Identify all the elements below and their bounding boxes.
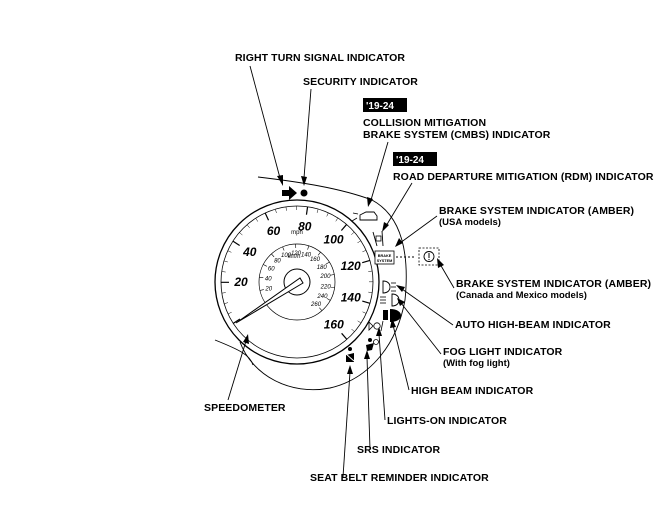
- kmh-tick-label: 180: [317, 265, 328, 271]
- badge-rdm-text: '19-24: [396, 155, 424, 166]
- label-speedometer: SPEEDOMETER: [204, 402, 286, 414]
- mph-tick-label: 140: [341, 291, 361, 305]
- kmh-tick-label: 80: [274, 259, 281, 265]
- kmh-unit: km/h: [287, 254, 300, 260]
- label-fog-light-line1: FOG LIGHT INDICATOR: [443, 346, 563, 358]
- auto-high-beam-icon: [383, 281, 396, 293]
- rdm-lane-icon: [373, 231, 383, 246]
- badge-cmbs-text: '19-24: [366, 101, 394, 112]
- mph-tick-label: 160: [324, 317, 344, 331]
- label-rdm: ROAD DEPARTURE MITIGATION (RDM) INDICATO…: [393, 171, 654, 183]
- mph-tick-label: 100: [324, 233, 344, 247]
- label-security: SECURITY INDICATOR: [303, 76, 418, 88]
- security-indicator-icon: [301, 190, 308, 197]
- label-right-turn-signal: RIGHT TURN SIGNAL INDICATOR: [235, 52, 405, 64]
- srs-person-icon: [366, 338, 379, 351]
- label-seat-belt: SEAT BELT REMINDER INDICATOR: [310, 472, 489, 484]
- label-fog-light-line2: (With fog light): [443, 358, 510, 369]
- label-auto-high-beam: AUTO HIGH-BEAM INDICATOR: [455, 319, 611, 331]
- kmh-tick-label: 200: [319, 274, 331, 280]
- mph-tick-label: 20: [233, 275, 248, 289]
- label-brake-usa-line1: BRAKE SYSTEM INDICATOR (AMBER): [439, 205, 634, 217]
- kmh-tick-label: 20: [264, 286, 272, 292]
- label-cmbs-line2: BRAKE SYSTEM (CMBS) INDICATOR: [363, 129, 551, 141]
- mph-tick-label: 40: [242, 245, 257, 259]
- label-brake-canada-line2: (Canada and Mexico models): [456, 290, 587, 301]
- right-turn-arrow-icon: [282, 186, 297, 200]
- mph-unit: mph: [291, 230, 303, 236]
- kmh-tick-label: 220: [320, 284, 332, 290]
- lights-on-icon: [369, 321, 383, 331]
- kmh-tick-label: 40: [265, 276, 272, 282]
- brake-system-text-icon: BRAKE SYSTEM: [375, 251, 394, 264]
- kmh-tick-label: 260: [310, 302, 322, 308]
- brake-circle-icon: [419, 248, 439, 265]
- svg-text:SYSTEM: SYSTEM: [377, 259, 393, 263]
- kmh-tick-label: 240: [316, 294, 328, 300]
- svg-text:BRAKE: BRAKE: [378, 254, 392, 258]
- mph-tick-label: 120: [341, 259, 361, 273]
- label-lights-on: LIGHTS-ON INDICATOR: [387, 415, 507, 427]
- kmh-tick-label: 160: [310, 257, 321, 263]
- fog-light-icon: [380, 294, 399, 306]
- label-brake-usa-line2: (USA models): [439, 217, 501, 228]
- label-cmbs-line1: COLLISION MITIGATION: [363, 117, 486, 129]
- cmbs-car-icon: [352, 212, 377, 221]
- label-brake-canada-line1: BRAKE SYSTEM INDICATOR (AMBER): [456, 278, 651, 290]
- kmh-tick-label: 60: [268, 267, 275, 273]
- mph-tick-label: 60: [267, 224, 281, 238]
- seat-belt-person-icon: [346, 347, 354, 362]
- label-high-beam: HIGH BEAM INDICATOR: [411, 385, 534, 397]
